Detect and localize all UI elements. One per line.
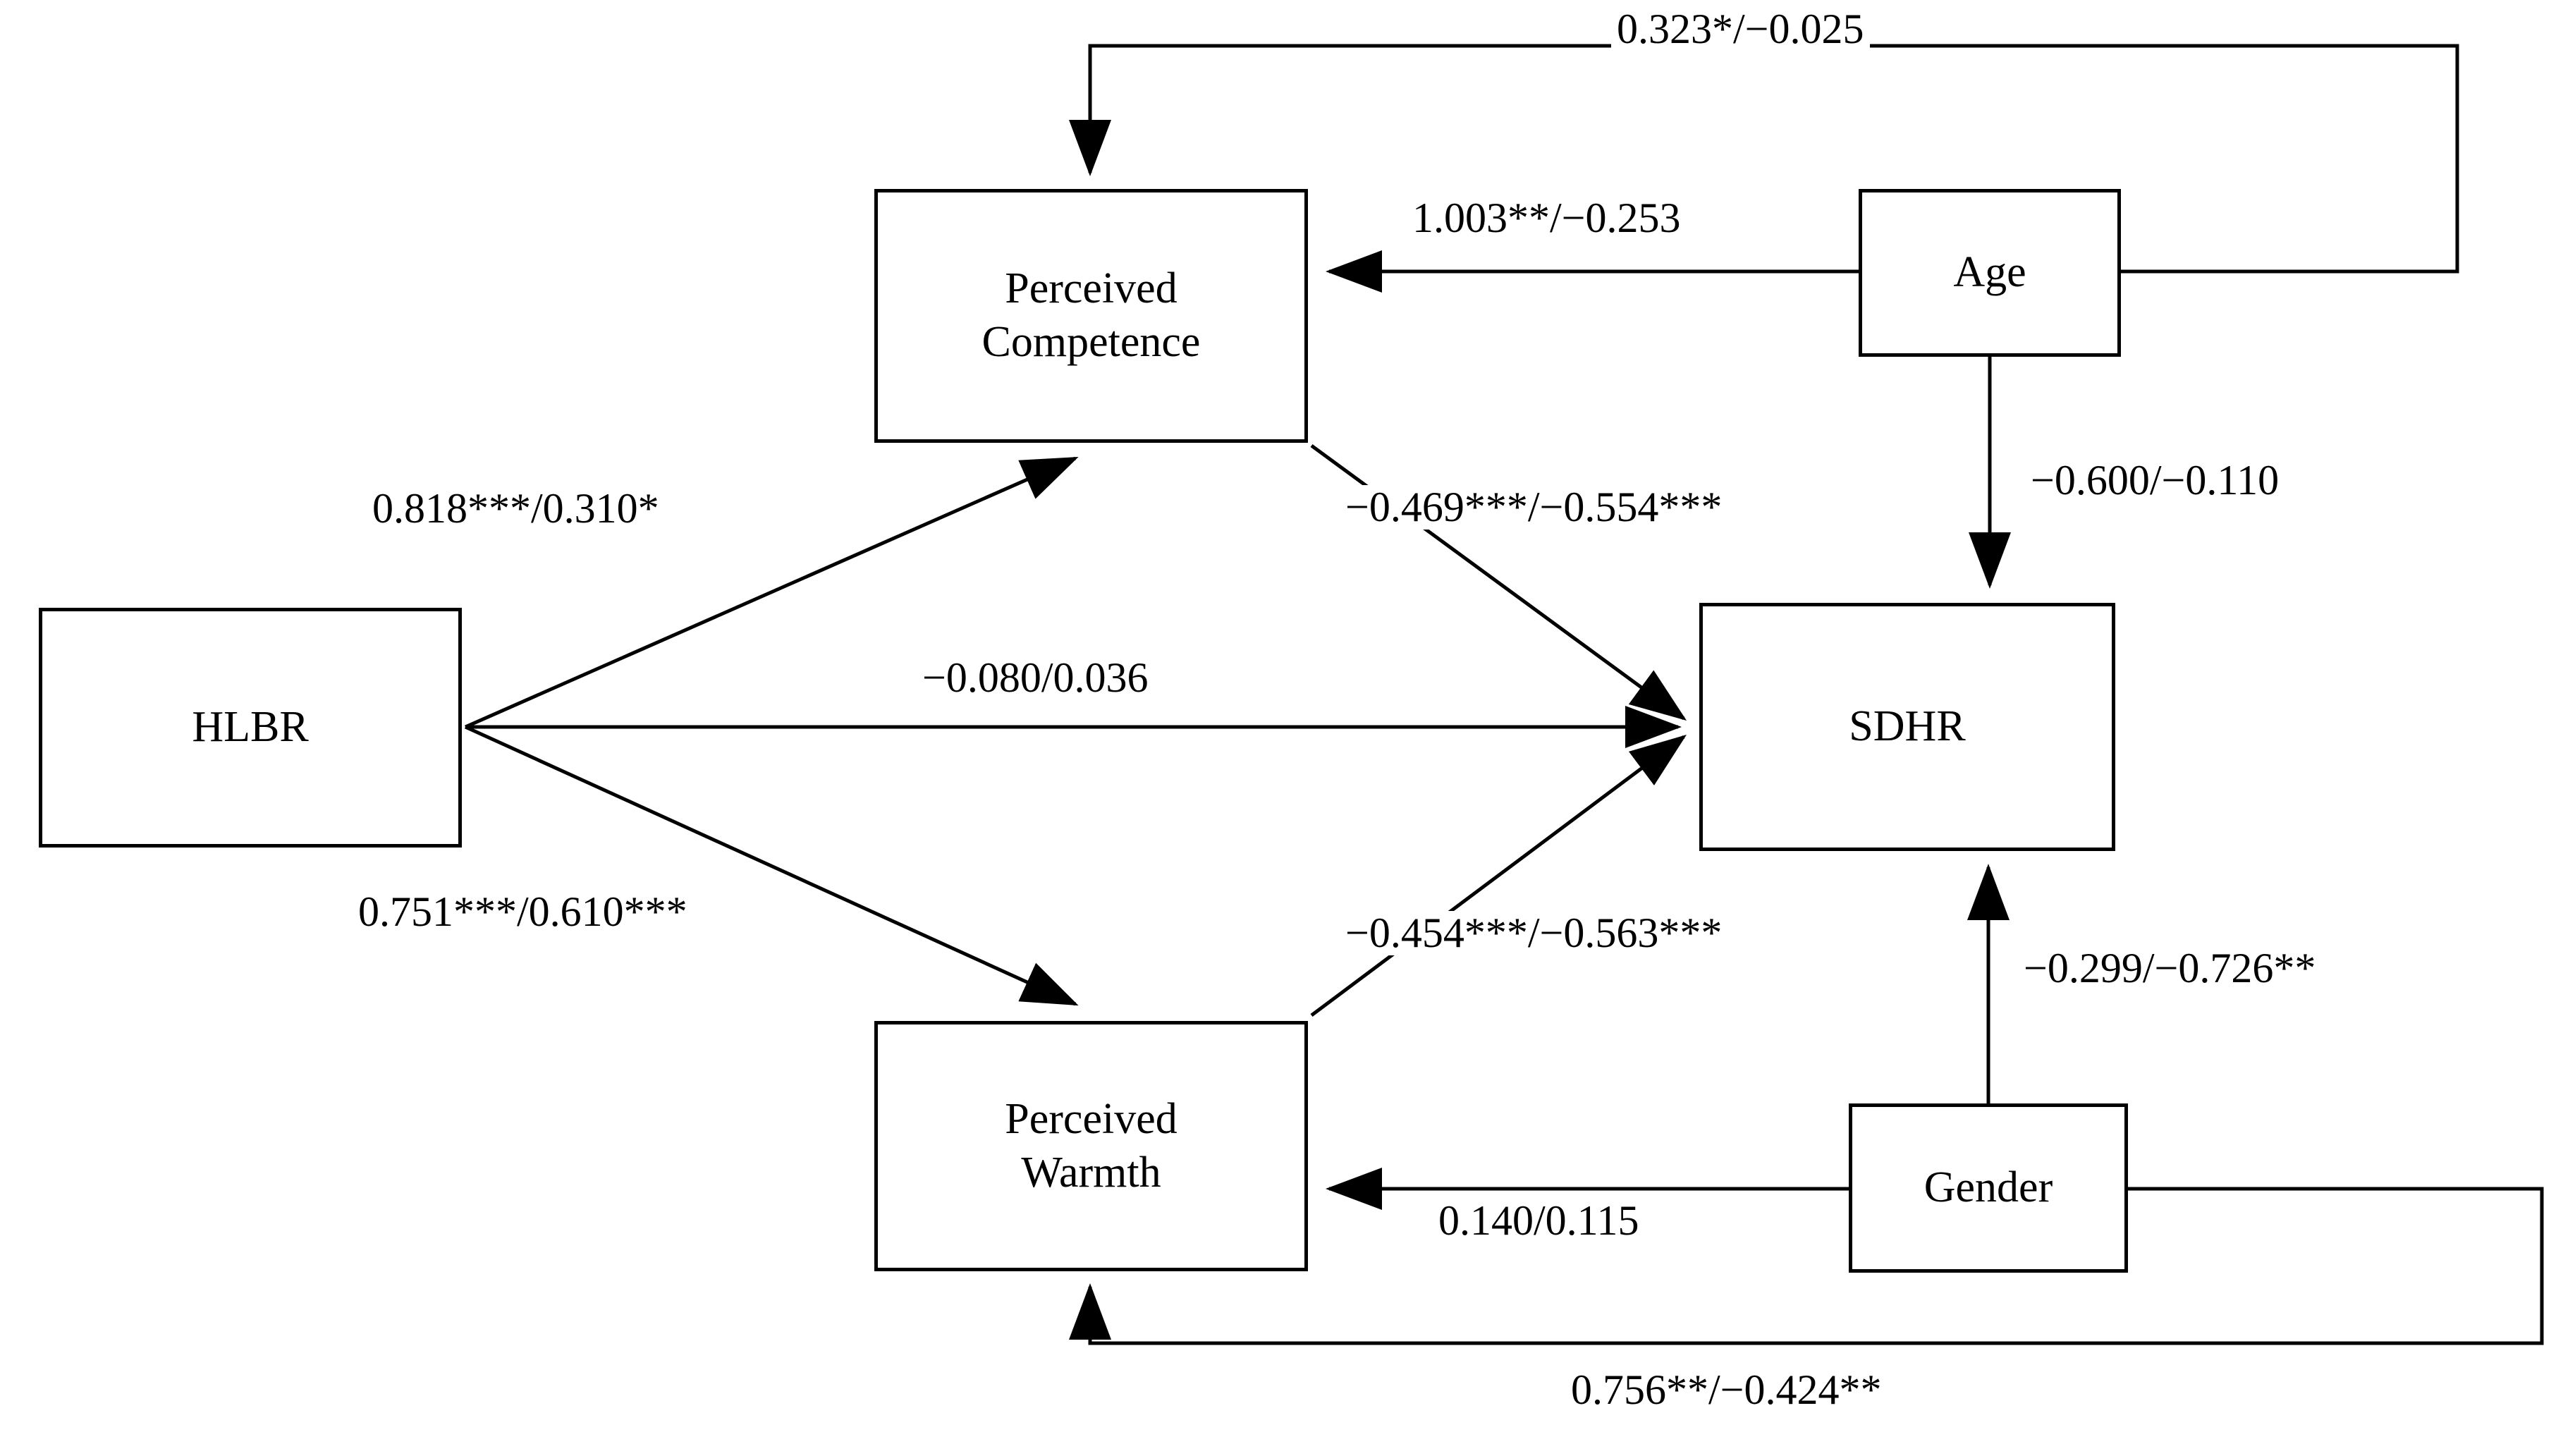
edge-label-age-to-sdhr: −0.600/−0.110 [2025, 458, 2285, 503]
node-perceived-competence-label: Perceived Competence [981, 264, 1201, 366]
edge-label-hlbr-to-warmth-text: 0.751***/0.610*** [358, 888, 687, 935]
edge-label-age-to-competence-text: 0.323*/−0.025 [1617, 6, 1864, 52]
edge-label-competence-to-sdhr-text: −0.469***/−0.554*** [1345, 484, 1723, 530]
node-age-label: Age [1953, 248, 2026, 297]
edge-hlbr-to-competence-path [464, 456, 1079, 729]
edge-label-gender-to-sdhr: −0.299/−0.726** [2018, 945, 2322, 991]
edge-label-gender-to-sdhr-text: −0.299/−0.726** [2024, 945, 2316, 991]
node-sdhr[interactable]: SDHR [1699, 603, 2115, 851]
edge-label-competence-to-sdhr: −0.469***/−0.554*** [1340, 484, 1728, 530]
node-perceived-warmth[interactable]: Perceived Warmth [874, 1021, 1308, 1271]
node-gender[interactable]: Gender [1849, 1103, 2128, 1273]
node-hlbr-label: HLBR [192, 703, 309, 752]
edge-label-hlbr-to-sdhr-text: −0.080/0.036 [922, 654, 1149, 701]
edge-label-gender-to-warmth-text: 0.140/0.115 [1438, 1197, 1639, 1244]
edge-label-age-to-competence-direct: 1.003**/−0.253 [1407, 196, 1687, 240]
node-perceived-warmth-label: Perceived Warmth [1005, 1094, 1178, 1197]
edge-age-to-competence-path [1069, 44, 2459, 274]
edge-label-hlbr-to-sdhr: −0.080/0.036 [917, 656, 1154, 700]
edge-label-hlbr-to-competence: 0.818***/0.310* [367, 487, 665, 531]
edge-label-gender-to-warmth: 0.140/0.115 [1433, 1197, 1645, 1244]
edge-label-warmth-to-sdhr-text: −0.454***/−0.563*** [1345, 910, 1723, 956]
node-perceived-competence[interactable]: Perceived Competence [874, 189, 1308, 443]
edge-label-gender-to-warmth-outer-text: 0.756**/−0.424** [1571, 1366, 1882, 1413]
node-age[interactable]: Age [1859, 189, 2121, 357]
edge-label-hlbr-to-competence-text: 0.818***/0.310* [372, 485, 659, 532]
node-gender-label: Gender [1923, 1163, 2053, 1212]
edge-label-gender-to-warmth-outer: 0.756**/−0.424** [1565, 1368, 1888, 1412]
edge-warmth-to-sdhr-path [1310, 735, 1687, 1017]
edge-label-age-to-competence: 0.323*/−0.025 [1611, 7, 1870, 51]
edge-label-age-to-sdhr-text: −0.600/−0.110 [2031, 457, 2280, 503]
node-sdhr-label: SDHR [1849, 702, 1966, 751]
edge-hlbr-to-warmth-path [464, 725, 1079, 1006]
edge-gender-to-warmth-outer-path [1069, 1187, 2544, 1345]
edge-label-warmth-to-sdhr: −0.454***/−0.563*** [1340, 910, 1728, 956]
edge-label-age-to-competence-direct-text: 1.003**/−0.253 [1412, 195, 1681, 241]
node-hlbr[interactable]: HLBR [39, 608, 462, 848]
edge-label-hlbr-to-warmth: 0.751***/0.610*** [353, 890, 693, 934]
